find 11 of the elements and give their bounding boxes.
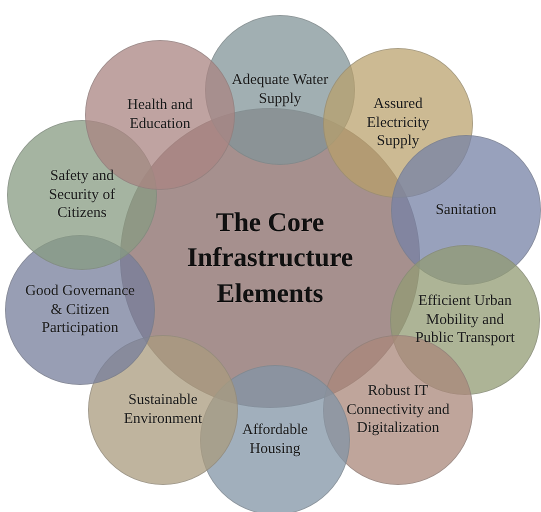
circle-label: Affordable Housing (241, 421, 309, 459)
circle-label: Sanitation (434, 200, 498, 220)
circle-label: Safety and Security of Citizens (48, 166, 116, 224)
circle-label: Health and Education (126, 96, 194, 134)
circle-label: Adequate Water Supply (230, 71, 330, 109)
circle-label: Sustainable Environment (122, 391, 204, 429)
circle-label: Efficient Urban Mobility and Public Transport (415, 292, 515, 348)
circle-label: Assured Electricity Supply (366, 94, 430, 152)
circle-label: Robust IT Connectivity and Digitalization (346, 382, 450, 438)
circle-label: Good Governance & Citizen Participation (24, 282, 136, 338)
center-title: The Core Infrastructure Elements (186, 206, 354, 310)
